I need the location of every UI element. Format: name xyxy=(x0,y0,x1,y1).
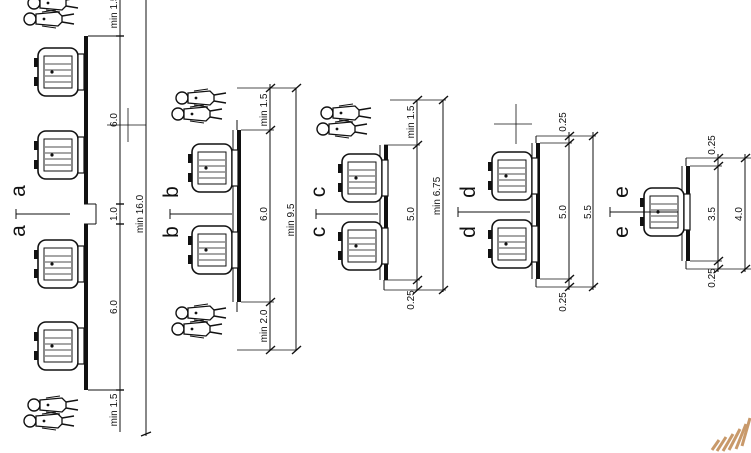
section-b-label-right: b xyxy=(160,186,183,198)
dim-a-total: min 16.0 xyxy=(135,194,146,233)
pedestrians-icon xyxy=(172,304,226,338)
section-d-label-right: d xyxy=(457,186,480,198)
dim-d-shoulder-bottom: 0.25 xyxy=(558,292,569,312)
car-icon xyxy=(487,219,539,269)
pedestrians-icon xyxy=(317,104,371,138)
stamp-fragment-icon xyxy=(708,380,751,453)
dim-b-walk-bottom: min 2.0 xyxy=(259,309,270,342)
pedestrians-icon xyxy=(172,89,226,123)
dim-a-lane-top: 6.0 xyxy=(109,113,120,127)
section-c: min 1.5 5.0 0.25 min 6.75 c c xyxy=(307,95,449,310)
dim-a-walk-top: min 1.5 xyxy=(109,0,120,28)
pavement-d xyxy=(536,143,540,279)
section-a: min 1.5 6.0 1.0 6.0 min 1.5 min 16.0 a a xyxy=(7,0,152,437)
dim-b-road: 6.0 xyxy=(259,207,270,221)
car-icon xyxy=(187,143,239,193)
dim-d-shoulder-top: 0.25 xyxy=(558,112,569,132)
car-icon xyxy=(33,47,85,97)
pavement-a-bottom xyxy=(84,224,88,390)
car-icon xyxy=(33,239,85,289)
pavement-b xyxy=(237,130,241,302)
car-icon xyxy=(487,151,539,201)
section-d-label-left: d xyxy=(457,226,480,238)
pavement-c xyxy=(384,145,388,280)
dim-a-median: 1.0 xyxy=(109,207,120,221)
pedestrians-icon xyxy=(24,0,78,28)
section-c-label-left: c xyxy=(307,227,330,238)
section-e-label-right: e xyxy=(610,186,633,198)
dim-b-walk-top: min 1.5 xyxy=(259,93,270,126)
dim-a-walk-bottom: min 1.5 xyxy=(109,393,120,426)
car-icon xyxy=(337,221,389,271)
car-icon xyxy=(187,225,239,275)
section-d: 0.25 5.0 0.25 5.5 d d xyxy=(457,104,599,312)
dim-c-total: min 6.75 xyxy=(432,176,443,215)
dim-e-shoulder-top: 0.25 xyxy=(707,135,718,155)
dim-b-total: min 9.5 xyxy=(286,203,297,236)
section-e-label-left: e xyxy=(610,226,633,238)
dim-a-lane-bottom: 6.0 xyxy=(109,300,120,314)
car-icon xyxy=(33,130,85,180)
pedestrians-icon xyxy=(24,396,78,430)
section-b: min 1.5 6.0 min 2.0 min 9.5 b b xyxy=(160,83,302,355)
car-icon xyxy=(33,321,85,371)
dim-e-total: 4.0 xyxy=(734,207,745,221)
dim-e-road: 3.5 xyxy=(707,207,718,221)
section-a-label-right: a xyxy=(7,185,30,197)
dim-d-road: 5.0 xyxy=(558,205,569,219)
section-e: 0.25 3.5 0.25 4.0 e e xyxy=(609,135,751,288)
dim-c-shoulder: 0.25 xyxy=(406,290,417,310)
dim-c-road: 5.0 xyxy=(406,207,417,221)
dim-d-total: 5.5 xyxy=(583,205,594,219)
dim-c-walk-top: min 1.5 xyxy=(406,105,417,138)
dim-e-shoulder-bottom: 0.25 xyxy=(707,268,718,288)
section-a-label-left: a xyxy=(7,225,30,237)
section-c-label-right: c xyxy=(307,187,330,198)
section-b-label-left: b xyxy=(160,226,183,238)
car-icon xyxy=(337,153,389,203)
pavement-a-top xyxy=(84,36,88,204)
